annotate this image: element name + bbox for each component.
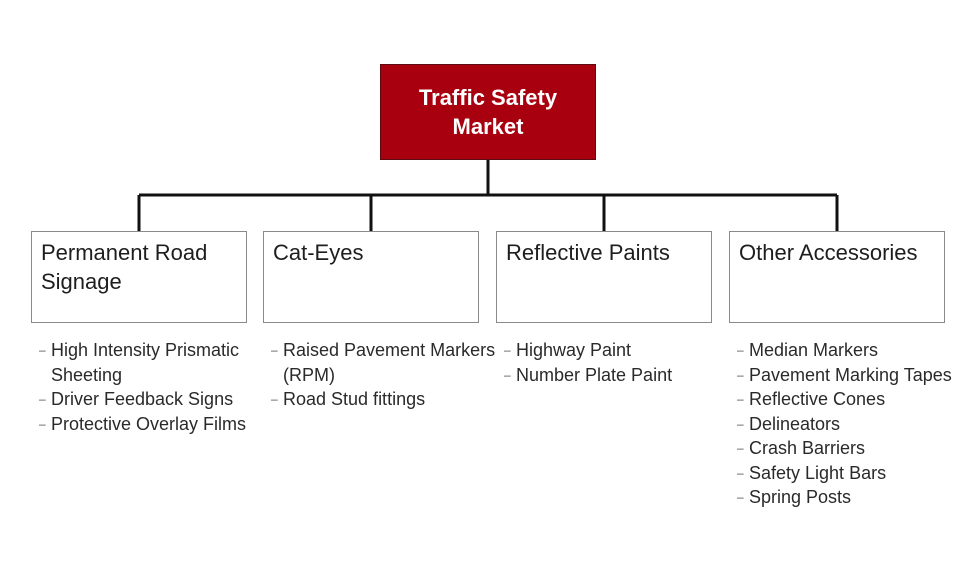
dash-bullet-icon: –: [39, 416, 46, 431]
category-box-cat-eyes: Cat-Eyes: [263, 231, 479, 323]
list-item-label: Protective Overlay Films: [51, 413, 247, 434]
list-item-label: Pavement Marking Tapes: [749, 364, 952, 385]
item-list-reflective-paints: –Highway Paint –Number Plate Paint: [504, 338, 734, 387]
list-item-label: Crash Barriers: [749, 438, 866, 458]
list-item: –Safety Light Bars: [737, 461, 966, 486]
list-item-label: Driver Feedback Signs: [51, 389, 234, 409]
list-item: –Delineators: [737, 412, 966, 437]
item-list-other-accessories: –Median Markers –Pavement Marking Tapes …: [737, 338, 966, 510]
list-item: –Road Stud fittings: [271, 387, 501, 412]
list-item-label: Number Plate Paint: [516, 364, 673, 385]
list-item-label: Reflective Cones: [749, 389, 886, 409]
dash-bullet-icon: –: [737, 441, 744, 455]
list-item-label: Spring Posts: [749, 487, 852, 507]
list-item: –Crash Barriers: [737, 436, 966, 461]
list-item: –Reflective Cones: [737, 387, 966, 412]
dash-bullet-icon: –: [737, 465, 744, 480]
item-list-cat-eyes: –Raised Pavement Markers (RPM) –Road Stu…: [271, 338, 501, 412]
list-item: –Pavement Marking Tapes: [737, 363, 966, 388]
dash-bullet-icon: –: [737, 392, 744, 406]
list-item: –Protective Overlay Films: [39, 412, 269, 437]
list-item: –High Intensity Prismatic Sheeting: [39, 338, 269, 387]
dash-bullet-icon: –: [737, 490, 744, 504]
list-item-label: Median Markers: [749, 340, 879, 360]
category-title: Permanent Road Signage: [41, 240, 208, 294]
dash-bullet-icon: –: [504, 343, 511, 357]
item-list-permanent-road-signage: –High Intensity Prismatic Sheeting –Driv…: [39, 338, 269, 436]
category-box-permanent-road-signage: Permanent Road Signage: [31, 231, 247, 323]
list-item: –Number Plate Paint: [504, 363, 734, 388]
list-item: –Highway Paint: [504, 338, 734, 363]
dash-bullet-icon: –: [737, 343, 744, 357]
list-item: –Driver Feedback Signs: [39, 387, 269, 412]
category-title: Reflective Paints: [506, 240, 670, 265]
list-item-label: Safety Light Bars: [749, 462, 887, 483]
dash-bullet-icon: –: [39, 392, 46, 406]
dash-bullet-icon: –: [39, 343, 46, 357]
category-box-other-accessories: Other Accessories: [729, 231, 945, 323]
category-box-reflective-paints: Reflective Paints: [496, 231, 712, 323]
dash-bullet-icon: –: [737, 416, 744, 431]
list-item-label: Raised Pavement Markers (RPM): [283, 340, 496, 385]
dash-bullet-icon: –: [271, 392, 278, 406]
dash-bullet-icon: –: [737, 367, 744, 382]
category-title: Cat-Eyes: [273, 240, 364, 265]
list-item: –Spring Posts: [737, 485, 966, 510]
category-title: Other Accessories: [739, 240, 918, 265]
list-item-label: Delineators: [749, 413, 841, 434]
dash-bullet-icon: –: [271, 343, 278, 357]
root-label: Traffic Safety Market: [418, 85, 558, 139]
list-item-label: High Intensity Prismatic Sheeting: [51, 340, 240, 385]
list-item: –Raised Pavement Markers (RPM): [271, 338, 501, 387]
dash-bullet-icon: –: [504, 367, 511, 382]
list-item-label: Road Stud fittings: [283, 389, 426, 409]
list-item-label: Highway Paint: [516, 340, 632, 360]
list-item: –Median Markers: [737, 338, 966, 363]
root-node: Traffic Safety Market: [380, 64, 596, 160]
